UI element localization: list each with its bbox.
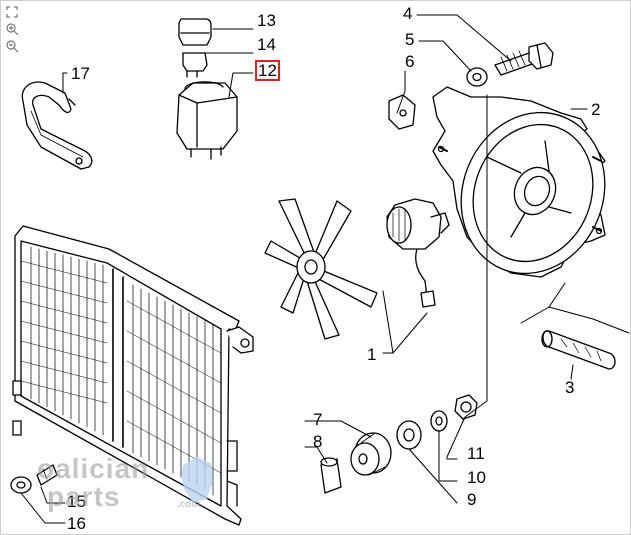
callout-2[interactable]: 2 — [591, 100, 601, 119]
fan-shroud — [432, 86, 606, 278]
bolt — [494, 42, 554, 76]
fuse — [182, 52, 208, 78]
callout-14[interactable]: 14 — [257, 35, 276, 54]
callout-11[interactable]: 11 — [467, 444, 485, 463]
relay-cap — [178, 18, 212, 46]
spacer — [320, 457, 342, 494]
callout-6[interactable]: 6 — [405, 52, 415, 71]
fan-impeller — [264, 198, 378, 340]
fit-icon[interactable] — [5, 5, 19, 19]
mount-washer-large — [396, 420, 422, 450]
callout-9[interactable]: 9 — [467, 490, 477, 509]
callout-7[interactable]: 7 — [313, 410, 323, 429]
zoom-in-icon[interactable] — [5, 22, 19, 36]
callout-5[interactable]: 5 — [405, 30, 415, 49]
callout-13[interactable]: 13 — [257, 11, 276, 30]
callout-4[interactable]: 4 — [403, 4, 413, 23]
callout-15[interactable]: 15 — [67, 492, 86, 511]
zoom-out-icon[interactable] — [5, 39, 19, 53]
callout-3[interactable]: 3 — [565, 378, 575, 397]
callout-12-highlighted[interactable]: 12 — [255, 60, 280, 81]
relay — [176, 81, 238, 160]
nut — [454, 394, 478, 420]
rubber-mount — [350, 432, 392, 476]
hose — [541, 330, 616, 370]
callout-16[interactable]: 16 — [67, 514, 86, 533]
zoom-toolbar — [5, 5, 23, 56]
callout-10[interactable]: 10 — [467, 468, 486, 487]
callout-1[interactable]: 1 — [367, 345, 377, 364]
mount-washer-small — [430, 410, 448, 432]
washer — [466, 67, 488, 87]
mount-plate — [388, 94, 416, 130]
leader-lines — [20, 14, 588, 524]
hose-clamp — [21, 81, 93, 170]
fan-motor — [386, 198, 450, 308]
callout-17[interactable]: 17 — [71, 64, 90, 83]
callout-8[interactable]: 8 — [313, 432, 323, 451]
drain-plug — [10, 464, 58, 494]
